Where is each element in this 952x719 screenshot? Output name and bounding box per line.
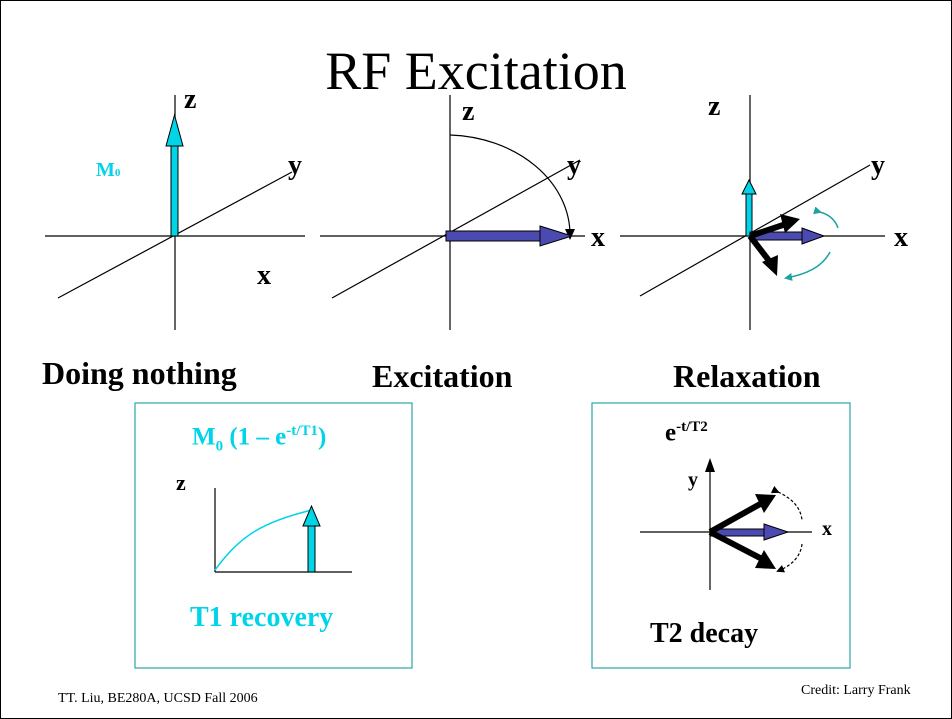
rotation-arc-head <box>565 229 575 240</box>
precession-arrow-bottom <box>784 251 831 281</box>
m0-label: M0 <box>96 159 121 181</box>
panel2-x-label: x <box>591 222 605 253</box>
slide-title: RF Excitation <box>325 41 627 101</box>
t1-recovery-curve <box>214 509 313 571</box>
panel3-black-arrow-down <box>747 234 773 264</box>
caption-relaxation: Relaxation <box>673 358 821 394</box>
panel1-m0-arrow <box>165 113 184 237</box>
panel2-z-label: z <box>462 96 475 127</box>
footer-right: Credit: Larry Frank <box>801 683 911 698</box>
t2-x-label: x <box>822 518 832 540</box>
panel3-z-arrow <box>741 178 757 237</box>
caption-excitation: Excitation <box>372 358 513 394</box>
panel1-z-label: z <box>184 84 197 115</box>
precession-arrow-top <box>813 206 839 229</box>
t2-box <box>591 402 851 669</box>
caption-t1-recovery: T1 recovery <box>190 602 334 633</box>
t2-dephase-arc-bottom <box>776 543 803 573</box>
panel1-x-label: x <box>257 260 271 291</box>
caption-doing-nothing: Doing nothing <box>42 355 237 391</box>
panel3-black-arrow-up <box>749 221 787 239</box>
t1-formula: M0 (1 – e-t/T1) <box>192 423 327 455</box>
panel1-y-label: y <box>288 150 302 181</box>
panel2-y-label: y <box>567 150 581 181</box>
t1-z-label: z <box>176 470 186 495</box>
t2-dephase-arc-top <box>770 485 803 521</box>
t1-axes <box>214 488 352 573</box>
t1-box <box>134 402 413 669</box>
t2-formula: e-t/T2 <box>665 419 708 447</box>
caption-t2-decay: T2 decay <box>650 618 759 649</box>
t2-black-arrow-up <box>708 500 764 535</box>
panel2-magnetization-arrow <box>445 225 574 247</box>
t2-black-arrow-down <box>708 529 764 562</box>
panel3-x-label: x <box>894 222 908 253</box>
panel2-axes <box>320 95 585 330</box>
footer-left: TT. Liu, BE280A, UCSD Fall 2006 <box>58 691 258 706</box>
panel3-y-label: y <box>871 150 885 181</box>
panel3-purple-arrow <box>749 227 826 245</box>
panel3-z-label: z <box>708 91 721 122</box>
t1-arrow <box>302 504 321 573</box>
t2-y-label: y <box>688 469 698 491</box>
rotation-arc <box>449 134 571 237</box>
t2-y-arrowhead <box>705 458 715 472</box>
